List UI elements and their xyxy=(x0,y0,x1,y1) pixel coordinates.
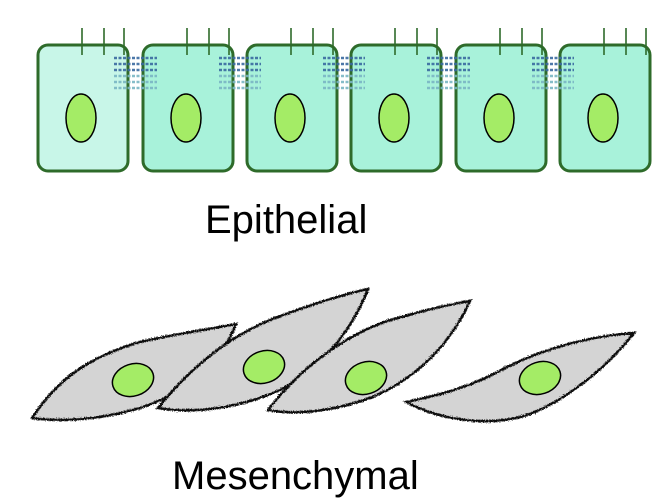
epithelial-cell-icon xyxy=(36,28,130,173)
cell-junction-icon xyxy=(219,56,261,90)
mesenchymal-cell-icon xyxy=(402,331,637,423)
mesenchymal-cell-group xyxy=(29,287,637,423)
epithelial-cell-icon xyxy=(141,28,235,173)
mesenchymal-cell-icon xyxy=(265,299,473,414)
nucleus-icon xyxy=(111,362,155,398)
epithelial-label: Epithelial xyxy=(205,198,368,242)
nucleus-icon xyxy=(378,93,410,143)
nucleus-icon xyxy=(170,93,202,143)
mesenchymal-cell-icon xyxy=(29,322,239,422)
epithelial-cell-row xyxy=(36,28,652,173)
nucleus-icon xyxy=(483,93,515,143)
nucleus-icon xyxy=(587,93,619,143)
epithelial-cell-icon xyxy=(245,28,339,173)
epithelial-cell-icon xyxy=(454,28,548,173)
cell-junction-icon xyxy=(323,56,365,90)
cell-junction-row xyxy=(114,56,574,90)
mesenchymal-label: Mesenchymal xyxy=(172,454,419,498)
nucleus-icon xyxy=(518,360,562,396)
cell-junction-icon xyxy=(532,56,574,90)
nucleus-icon xyxy=(274,93,306,143)
mesenchymal-cell-icon xyxy=(155,287,371,412)
epithelial-cell-icon xyxy=(349,28,443,173)
nucleus-icon xyxy=(65,93,97,143)
cell-junction-icon xyxy=(427,56,470,90)
nucleus-icon xyxy=(344,360,388,396)
epithelial-cell-icon xyxy=(558,28,652,173)
cell-junction-icon xyxy=(114,56,157,90)
nucleus-icon xyxy=(242,349,286,385)
